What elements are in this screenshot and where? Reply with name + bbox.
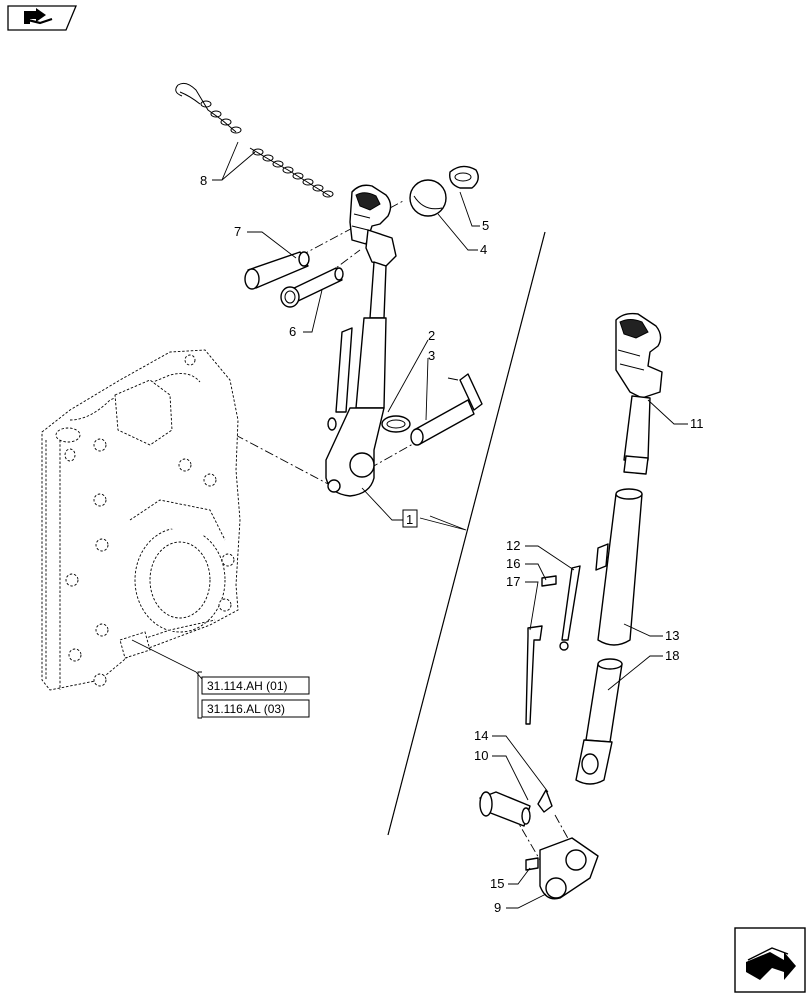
part-11-head-tube bbox=[615, 312, 663, 475]
reference-boxes: 31.114.AH (01) 31.116.AL (03) bbox=[197, 671, 310, 719]
callout-11[interactable]: 11 bbox=[690, 416, 704, 431]
part-2-clip bbox=[381, 415, 411, 433]
callout-12[interactable]: 12 bbox=[506, 538, 520, 553]
callout-labels: 1 2 3 4 5 6 7 8 9 10 11 12 13 14 15 16 1… bbox=[200, 173, 704, 915]
part-8-chain bbox=[175, 82, 334, 198]
part-3-pin bbox=[410, 373, 483, 446]
callout-17[interactable]: 17 bbox=[506, 574, 520, 589]
callout-1-box bbox=[402, 509, 418, 528]
callout-14[interactable]: 14 bbox=[474, 728, 488, 743]
separator-line bbox=[387, 231, 546, 836]
callout-1[interactable]: 1 bbox=[406, 512, 413, 527]
part-12-pin bbox=[559, 565, 581, 651]
part-17-rod bbox=[525, 625, 543, 725]
reference-2-text[interactable]: 31.116.AL (03) bbox=[207, 702, 285, 716]
part-9-clevis bbox=[539, 837, 599, 900]
callout-13[interactable]: 13 bbox=[665, 628, 679, 643]
callout-5[interactable]: 5 bbox=[482, 218, 489, 233]
callout-2[interactable]: 2 bbox=[428, 328, 435, 343]
callout-8[interactable]: 8 bbox=[200, 173, 207, 188]
part-4-ball bbox=[409, 179, 447, 217]
callout-3[interactable]: 3 bbox=[428, 348, 435, 363]
reference-box-1[interactable] bbox=[201, 676, 310, 695]
callout-6[interactable]: 6 bbox=[289, 324, 296, 339]
next-page-arrow-icon[interactable] bbox=[734, 927, 806, 993]
callout-18[interactable]: 18 bbox=[665, 648, 679, 663]
callout-4[interactable]: 4 bbox=[480, 242, 487, 257]
part-14-clip bbox=[537, 789, 553, 813]
rear-housing bbox=[41, 349, 241, 691]
callout-7[interactable]: 7 bbox=[234, 224, 241, 239]
callout-9[interactable]: 9 bbox=[494, 900, 501, 915]
part-18-tube bbox=[575, 658, 623, 785]
part-5-clip bbox=[449, 165, 479, 189]
book-arrow-icon[interactable] bbox=[7, 5, 77, 31]
reference-box-2[interactable] bbox=[201, 699, 310, 718]
callout-16[interactable]: 16 bbox=[506, 556, 520, 571]
callout-10[interactable]: 10 bbox=[474, 748, 488, 763]
part-16-pin bbox=[541, 575, 557, 587]
callout-15[interactable]: 15 bbox=[490, 876, 504, 891]
top-link-assembly bbox=[325, 184, 397, 497]
part-7-pin bbox=[244, 251, 310, 290]
part-6-pin bbox=[280, 267, 344, 308]
part-15-screw bbox=[525, 857, 539, 871]
reference-1-text[interactable]: 31.114.AH (01) bbox=[207, 679, 288, 693]
leader-lines bbox=[131, 141, 688, 909]
part-10-pin bbox=[479, 791, 531, 827]
part-13-tube bbox=[595, 488, 643, 646]
